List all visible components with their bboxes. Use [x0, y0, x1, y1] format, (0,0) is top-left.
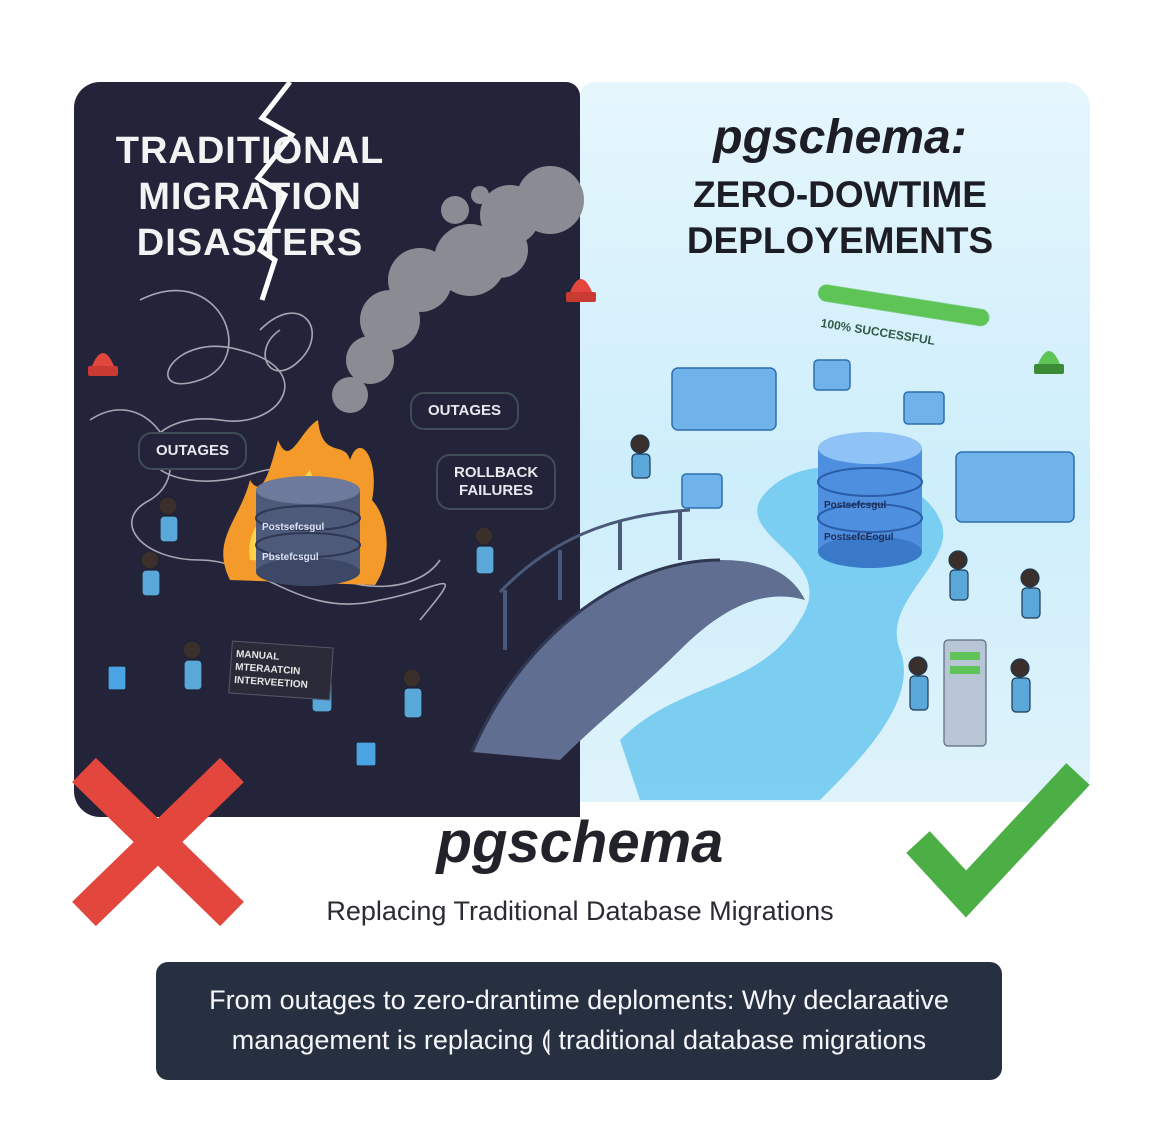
manual-intervention-sign: MANUAL MTERAATCIN INTERVEETION	[228, 640, 334, 701]
check-icon	[906, 763, 1090, 918]
burning-database	[223, 420, 387, 586]
outages-bubble-left: OUTAGES	[138, 432, 248, 470]
bridge-icon	[470, 508, 805, 760]
right-panel-brand: pgschema:	[713, 111, 967, 164]
caption-text: From outages to zero-drantime deploments…	[209, 985, 949, 1055]
outages-bubble-right: OUTAGES	[410, 392, 520, 430]
db-label-burning-2: Pbstefcsgul	[262, 552, 319, 563]
tagline: Replacing Traditional Database Migration…	[326, 896, 834, 926]
smoke-icon	[332, 166, 584, 413]
brand-title: pgschema	[436, 810, 724, 875]
rollback-failures-bubble: ROLLBACK FAILURES	[436, 454, 557, 510]
right-panel-title: ZERO-DOWTIME DEPLOYEMENTS	[686, 174, 994, 261]
deployment-progress-bar	[817, 284, 990, 327]
db-label-healthy-1: Postsefcsgul	[824, 500, 887, 511]
caption-box	[156, 962, 1002, 1080]
alarm-red-icon	[88, 279, 596, 376]
db-label-healthy-2: PostsefcEogul	[824, 532, 894, 543]
database-icon	[817, 432, 923, 568]
people-right	[630, 434, 1041, 747]
left-panel-title: TRADITIONAL MIGRATION DISASTERS	[115, 130, 385, 264]
db-label-burning-1: Postsefcsgul	[262, 522, 325, 533]
schema-blocks	[671, 359, 1075, 523]
lightning-icon	[254, 80, 296, 301]
cross-icon	[72, 757, 244, 927]
alarm-green-icon	[1034, 351, 1064, 374]
